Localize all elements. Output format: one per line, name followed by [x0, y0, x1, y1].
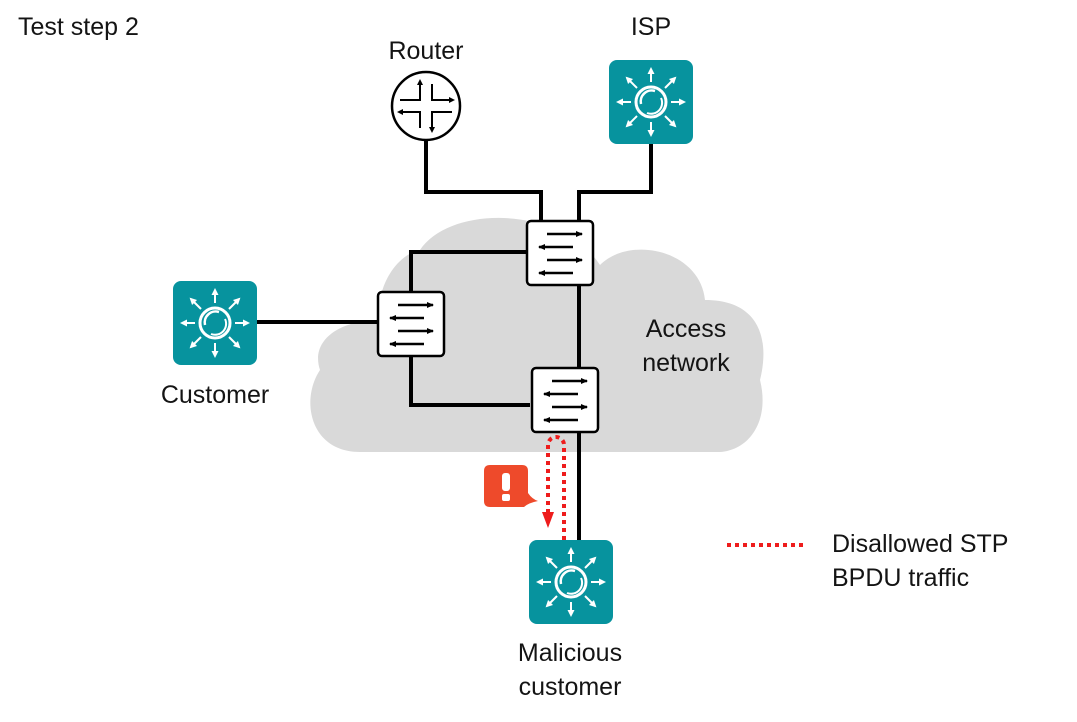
network-links	[256, 140, 653, 540]
switch-bottom-icon[interactable]	[532, 368, 598, 432]
diagram-title: Test step 2	[18, 13, 139, 41]
customer-device-icon[interactable]	[173, 281, 257, 365]
link-switch-top-switch-left	[409, 250, 529, 292]
link-router-switch-top	[424, 140, 543, 222]
malicious-label-line2: customer	[518, 673, 622, 701]
router-icon[interactable]	[390, 70, 462, 142]
legend-label-line1: Disallowed STP	[832, 530, 1009, 558]
legend-label-line2: BPDU traffic	[832, 564, 970, 592]
malicious-customer-device-icon[interactable]	[529, 540, 613, 624]
exclamation-alert-icon	[484, 465, 538, 507]
cloud-label-line1: Access	[645, 315, 727, 343]
link-isp-switch-top	[577, 144, 653, 222]
customer-label: Customer	[160, 381, 270, 409]
bpdu-traffic-path	[546, 435, 566, 540]
link-switch-left-switch-bottom	[409, 356, 530, 407]
switch-top-icon[interactable]	[527, 221, 593, 285]
isp-label: ISP	[630, 13, 672, 41]
switch-left-icon[interactable]	[378, 292, 444, 356]
cloud-label-line2: network	[642, 349, 730, 377]
router-label: Router	[388, 37, 464, 65]
bpdu-arrowhead	[542, 512, 554, 528]
isp-device-icon[interactable]	[609, 60, 693, 144]
malicious-label-line1: Malicious	[517, 639, 623, 667]
access-network-cloud	[310, 217, 764, 452]
